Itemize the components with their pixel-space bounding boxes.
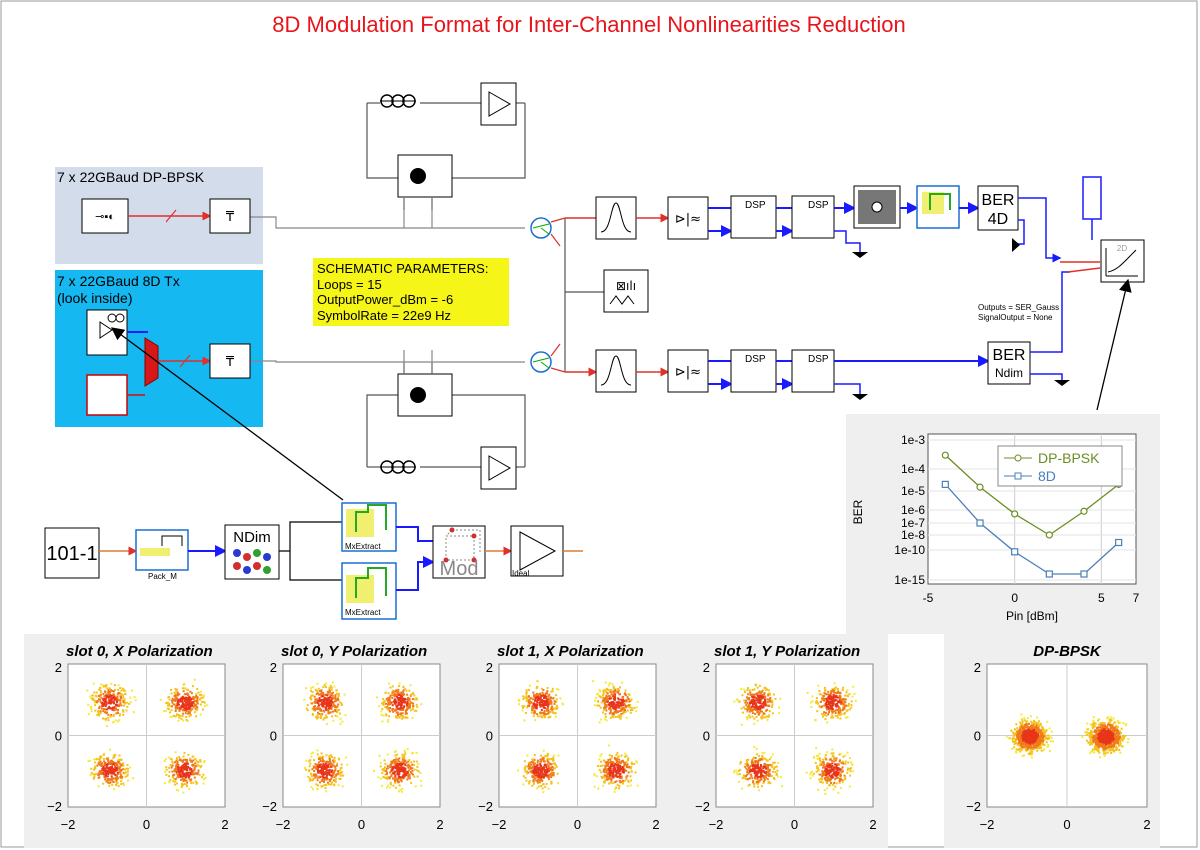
constellation-panel-bpsk <box>944 634 1160 848</box>
x-axis-label: Pin [dBm] <box>1006 609 1058 623</box>
page-title: 8D Modulation Format for Inter-Channel N… <box>272 12 906 37</box>
data-point <box>1011 510 1019 518</box>
params-loops: Loops = 15 <box>317 276 382 292</box>
y-axis-label: BER <box>851 499 865 524</box>
note-line: Outputs = SER_Gauss <box>978 303 1060 312</box>
note-line: SignalOutput = None <box>978 313 1053 322</box>
loop-icon <box>410 387 426 403</box>
combiner-block[interactable] <box>144 337 159 387</box>
data-point <box>1080 507 1088 515</box>
data-point <box>1045 570 1053 578</box>
x-tick-label: -5 <box>923 591 934 605</box>
legend-marker <box>1014 472 1022 480</box>
fiber-spool-icon[interactable] <box>380 94 416 108</box>
ground-icon <box>852 252 868 258</box>
x-tick-label: 7 <box>1133 591 1140 605</box>
y-tick-label: 1e-8 <box>901 528 925 542</box>
x-tick-label: 5 <box>1098 591 1105 605</box>
y-tick-label: 1e-15 <box>894 573 925 587</box>
data-point <box>1115 538 1123 547</box>
data-point <box>941 451 949 459</box>
constellation-panel-8d <box>24 634 888 848</box>
ground-icon <box>1012 238 1020 252</box>
data-point <box>976 519 984 527</box>
laser-source-block[interactable] <box>86 374 128 416</box>
legend-label-bpsk: DP-BPSK <box>1038 450 1100 466</box>
tx8d-group-label: 7 x 22GBaud 8D Tx <box>57 273 180 289</box>
x-tick-label: 0 <box>1011 591 1018 605</box>
data-point <box>1011 548 1019 556</box>
y-tick-label: 1e-5 <box>901 484 925 498</box>
ground-icon <box>852 394 868 400</box>
legend-label-8d: 8D <box>1038 468 1056 484</box>
tx8d-group-sublabel: (look inside) <box>57 290 133 306</box>
y-tick-label: 1e-3 <box>901 433 925 447</box>
y-tick-label: 1e-10 <box>894 543 925 557</box>
ber-outputs-note: Outputs = SER_Gauss SignalOutput = None <box>978 303 1059 323</box>
params-power: OutputPower_dBm = -6 <box>317 292 454 307</box>
data-point <box>941 480 949 488</box>
loop-icon <box>410 168 426 184</box>
y-tick-label: 1e-6 <box>901 503 925 517</box>
fiber-spool-icon[interactable] <box>380 460 416 474</box>
data-point <box>1045 531 1053 539</box>
bpsk-group-label: 7 x 22GBaud DP-BPSK <box>57 169 205 185</box>
params-rate: SymbolRate = 22e9 Hz <box>317 307 452 323</box>
y-tick-label: 1e-4 <box>901 462 925 476</box>
data-point <box>1080 570 1088 578</box>
ground-icon <box>1054 380 1070 386</box>
schematic-parameters: SCHEMATIC PARAMETERS: Loops = 15 OutputP… <box>313 258 509 326</box>
params-header: SCHEMATIC PARAMETERS: <box>317 261 489 276</box>
legend-marker <box>1014 454 1022 462</box>
data-point <box>976 483 984 491</box>
parameter-sweep-block[interactable] <box>1082 176 1102 220</box>
